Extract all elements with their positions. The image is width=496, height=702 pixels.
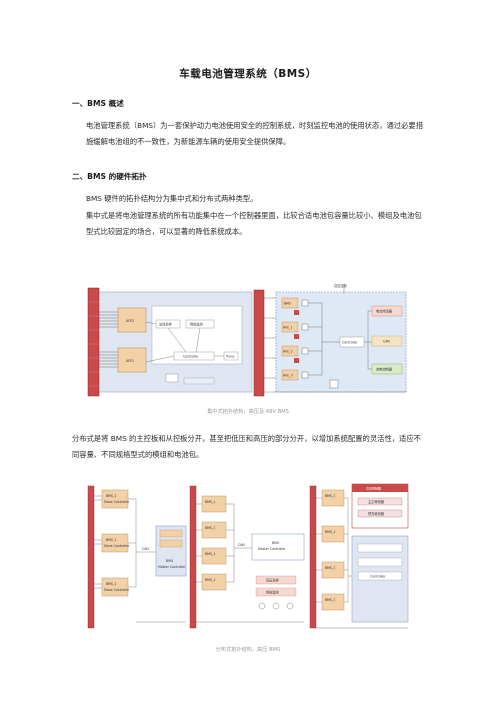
controller3-label: Controller <box>370 575 386 579</box>
main-relay-label: 主正继电器 <box>368 499 385 504</box>
section-heading-overview: 一、BMS 概述 <box>72 99 124 108</box>
controller-label: Controller <box>183 355 199 359</box>
can1-label: CAN <box>142 547 149 551</box>
slave1-sub-label: Slave Controller <box>104 500 130 504</box>
slave3-sub-label: Slave Controller <box>104 588 130 592</box>
master2-label: BMU <box>272 541 280 545</box>
figure1-caption: 集中式拓扑结构，高压及 48V BMS <box>207 409 289 415</box>
current-sensor-label: 电流传感器 <box>376 309 393 314</box>
battery-column-right <box>253 289 265 397</box>
figure2-caption: 分布式拓扑结构，高压 BMS <box>215 647 281 653</box>
slave8-label: BMS_1 <box>325 494 336 498</box>
battery-column-left <box>87 287 100 397</box>
topology-paragraph-2: 集中式是将电池管理系统的所有功能集中在一个控制器里面，比较合适电池包容量比较小、… <box>86 211 422 236</box>
slave11-label: BMS_1 <box>325 598 336 602</box>
afe2-label: AFE2 <box>126 319 134 323</box>
afe-b-label: AFE_2 <box>283 350 293 354</box>
insulation-label: 绝缘监测 <box>266 590 279 595</box>
slave3-label: BMS_1 <box>106 582 117 586</box>
can-label: CAN <box>383 340 390 344</box>
slave10-label: BMS_1 <box>325 566 336 570</box>
centralized-topology-diagram: AFE2 AFE1 总体采样 绝缘监测 Controller Trans BMS… <box>87 283 407 397</box>
slave1-label: BMS_1 <box>106 494 117 498</box>
topology-paragraph-1: BMS 硬件的拓扑结构分为集中式和分布式两种类型。 <box>86 194 258 203</box>
document-title: 车载电池管理系统（BMS） <box>179 68 317 80</box>
slave5-label: BMS_1 <box>205 526 216 530</box>
master1-sub-label: Master Controller <box>158 565 186 569</box>
afe-c-label: AFE_3 <box>283 374 293 378</box>
bms-v-label: BMS <box>284 302 291 306</box>
section-heading-topology: 二、BMS 的硬件拓扑 <box>72 172 147 181</box>
afe1-label: AFE1 <box>126 359 134 363</box>
precharge-relay-label: 预充继电器 <box>368 511 385 516</box>
slave9-label: BMS_1 <box>325 530 336 534</box>
hv-control-label: 高压控制 <box>334 283 347 288</box>
temp-label: 总体采样 <box>159 322 173 327</box>
master1-label: BMU <box>166 559 174 563</box>
slave7-label: BMS_1 <box>205 578 216 582</box>
hv-sample-label: 高压采样 <box>266 578 280 583</box>
trans-label: Trans <box>225 355 235 359</box>
afe-a-label: AFE_1 <box>283 326 293 330</box>
overview-paragraph: 电池管理系统（BMS）为一套保护动力电池使用安全的控制系统，时刻监控电池的使用状… <box>86 121 423 146</box>
slave2-sub-label: Slave Controller <box>104 544 130 548</box>
slave2-label: BMS_1 <box>106 538 117 542</box>
controller2-label: Controller <box>342 341 358 345</box>
slave6-label: BMS_1 <box>205 552 216 556</box>
current-label: 绝缘监测 <box>190 322 203 327</box>
top-box-label: 高压控制器 <box>366 486 381 491</box>
distributed-paragraph: 分布式是将 BMS 的主控板和从控板分开，甚至把低压和高压的部分分开，以增加系统… <box>72 434 421 459</box>
charger-label: 充电控制器 <box>376 367 393 372</box>
distributed-topology-diagram: BMS_1 Slave Controller BMS_1 Slave Contr… <box>87 483 409 629</box>
slave4-label: BMS_1 <box>205 500 216 504</box>
can2-label: CAN <box>238 543 245 547</box>
master2-sub-label: Master Controller <box>258 547 286 551</box>
